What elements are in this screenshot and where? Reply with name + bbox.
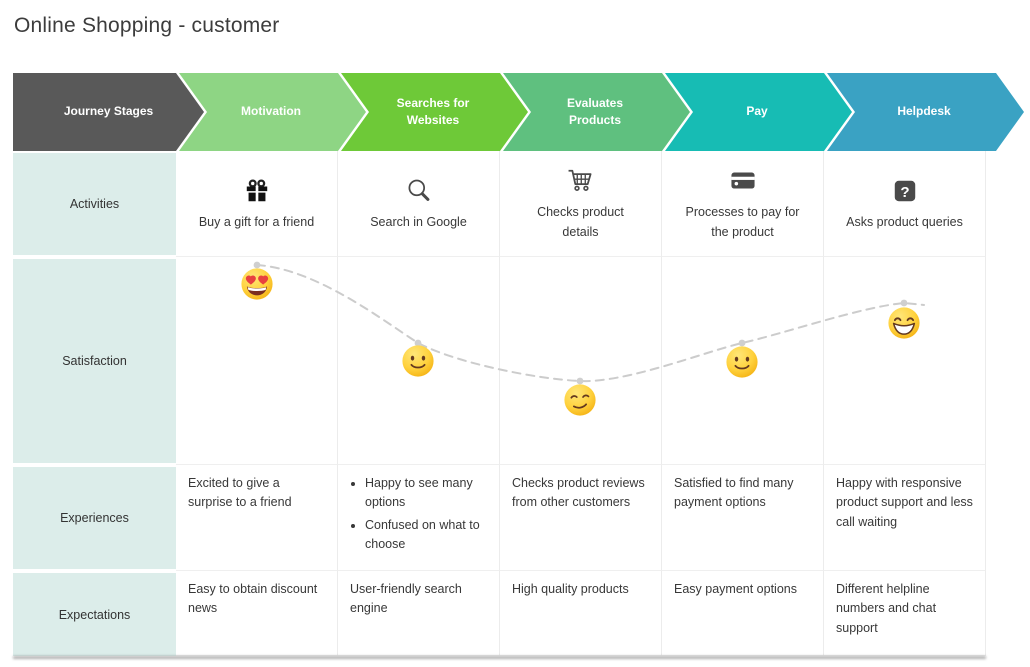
row-label-satisfaction: Satisfaction <box>13 259 176 463</box>
activity-caption: Buy a gift for a friend <box>198 214 315 229</box>
experiences-cell-pay: Satisfied to find many payment options <box>662 465 824 571</box>
experience-text: Checks product reviews from other custom… <box>512 476 645 510</box>
table-bottom-shadow <box>13 656 986 659</box>
expectation-text: Easy to obtain discount news <box>188 582 318 616</box>
row-label-expectations: Expectations <box>13 573 176 656</box>
experiences-cell-searches: Happy to see many options Confused on wh… <box>338 465 500 571</box>
activity-caption: Asks product queries <box>846 214 963 229</box>
expectation-text: Easy payment options <box>674 582 797 596</box>
expectations-cell-motivation: Easy to obtain discount news <box>176 571 338 656</box>
stage-arrow-label: Journey Stages <box>63 104 154 119</box>
experience-text: Excited to give a surprise to a friend <box>188 476 292 510</box>
experiences-cell-helpdesk: Happy with responsive product support an… <box>824 465 986 571</box>
row-label-experiences: Experiences <box>13 467 176 569</box>
stage-arrow-motivation: Motivation <box>176 73 366 151</box>
cart-icon <box>568 170 591 192</box>
stage-arrow-helpdesk: Helpdesk <box>824 73 1024 151</box>
satisfaction-cell <box>500 257 662 465</box>
stage-arrow-label: Helpdesk <box>897 104 951 119</box>
experience-text: Happy to see many options <box>365 474 487 513</box>
page-title: Online Shopping - customer <box>14 14 280 37</box>
experience-text: Confused on what to choose <box>365 516 487 555</box>
slight-smile-emoji <box>401 344 435 378</box>
search-icon <box>408 179 429 201</box>
expectations-cell-pay: Easy payment options <box>662 571 824 656</box>
stage-arrow-label: Pay <box>746 104 768 119</box>
stage-arrow-label: Searches for Websites <box>396 95 470 127</box>
expectation-text: High quality products <box>512 582 629 596</box>
activity-caption: Search in Google <box>370 214 467 229</box>
activities-cell-motivation: Buy a gift for a friend <box>176 151 338 257</box>
activities-cell-pay: Processes to pay for the product <box>662 151 824 257</box>
stage-arrow-label: Evaluates Products <box>566 95 624 127</box>
expectations-cell-helpdesk: Different helpline numbers and chat supp… <box>824 571 986 656</box>
activities-cell-evaluates: Checks product details <box>500 151 662 257</box>
credit-card-icon <box>730 172 755 189</box>
stage-arrow-journey-stages: Journey Stages <box>13 73 204 151</box>
row-label-activities: Activities <box>13 153 176 255</box>
slight-smile-emoji <box>725 345 759 379</box>
activities-cell-searches: Search in Google <box>338 151 500 257</box>
beaming-emoji <box>887 306 921 340</box>
stage-arrow-pay: Pay <box>662 73 852 151</box>
experience-text: Happy with responsive product support an… <box>836 476 973 529</box>
activity-caption: Processes to pay for the product <box>685 205 800 239</box>
question-icon: ? <box>894 180 915 202</box>
expectation-text: Different helpline numbers and chat supp… <box>836 582 937 635</box>
activities-cell-helpdesk: ? Asks product queries <box>824 151 986 257</box>
stage-arrow-searches: Searches for Websites <box>338 73 528 151</box>
stage-arrow-evaluates: Evaluates Products <box>500 73 690 151</box>
gift-icon <box>246 179 267 202</box>
heart-eyes-emoji <box>240 267 274 301</box>
expectations-cell-evaluates: High quality products <box>500 571 662 656</box>
satisfaction-cell <box>824 257 986 465</box>
activity-caption: Checks product details <box>537 205 624 239</box>
stage-arrow-label: Motivation <box>241 104 301 119</box>
expectations-cell-searches: User-friendly search engine <box>338 571 500 656</box>
experience-text: Satisfied to find many payment options <box>674 476 794 510</box>
expectation-text: User-friendly search engine <box>350 582 462 616</box>
svg-text:?: ? <box>900 184 909 201</box>
experiences-cell-evaluates: Checks product reviews from other custom… <box>500 465 662 571</box>
experiences-cell-motivation: Excited to give a surprise to a friend <box>176 465 338 571</box>
smirk-emoji <box>563 383 597 417</box>
